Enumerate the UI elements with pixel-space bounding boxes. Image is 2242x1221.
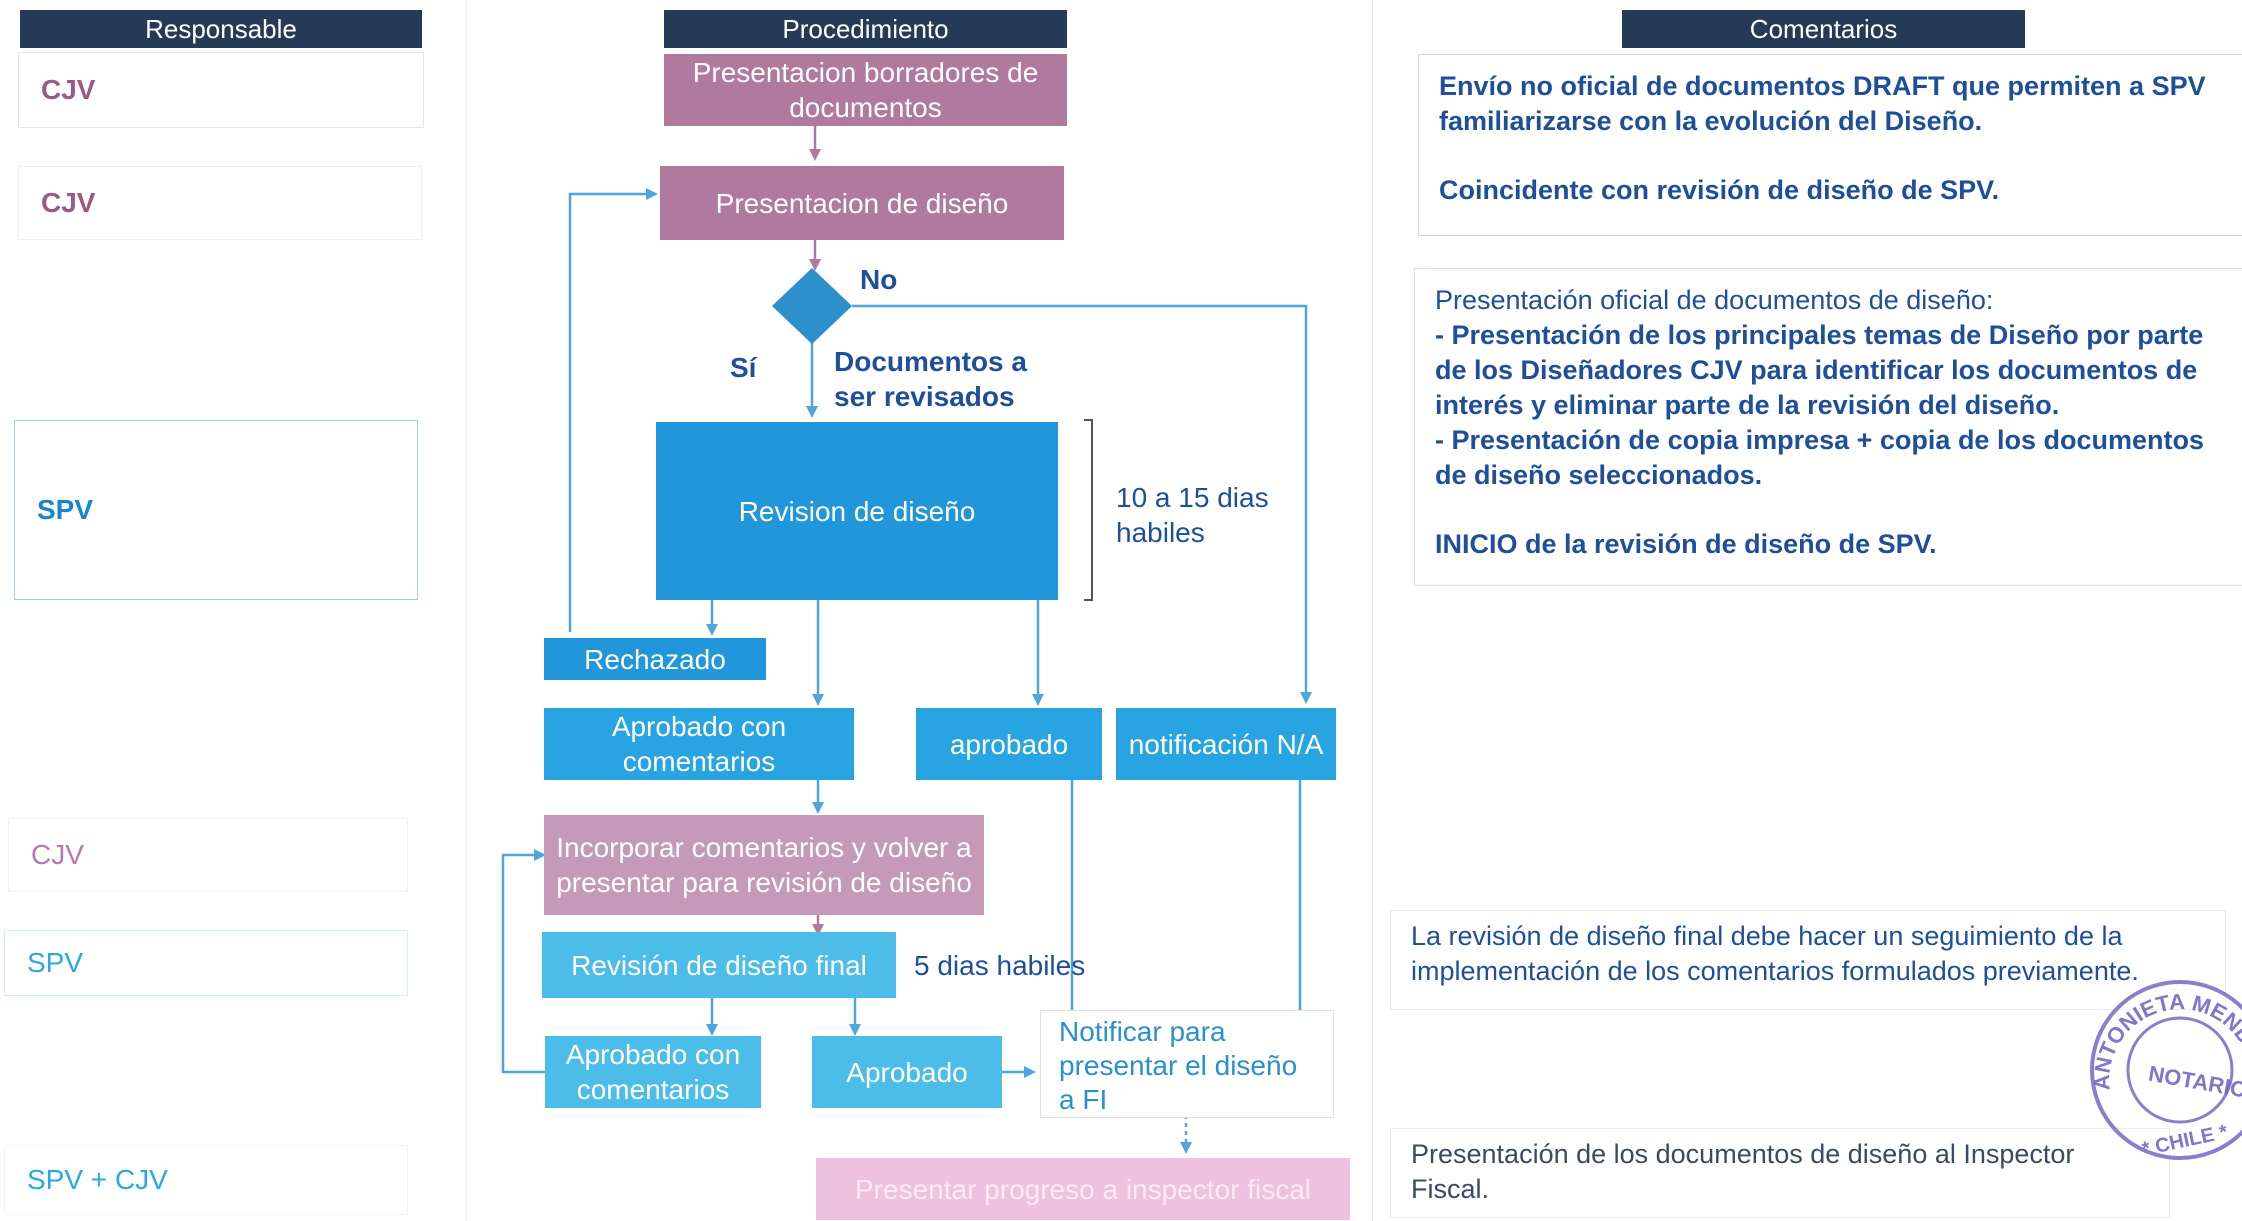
box-rechazado: Rechazado [544,638,766,680]
comment-borradores: Envío no oficial de documentos DRAFT que… [1418,54,2242,236]
comment-inspector-fiscal: Presentación de los documentos de diseño… [1390,1128,2170,1218]
box-notificacion-na: notificación N/A [1116,708,1336,780]
box-aprobado: aprobado [916,708,1102,780]
label-documentos: Documentos a ser revisados [834,346,1027,412]
box-aprobado-2: Aprobado [812,1036,1002,1108]
box-aprobado-con-comentarios: Aprobado con comentarios [544,708,854,780]
comment-presentacion-bullet-2: - Presentación de copia impresa + copia … [1435,425,2204,490]
header-procedimiento: Procedimiento [664,10,1067,48]
box-presentar-progreso: Presentar progreso a inspector fiscal [816,1158,1350,1220]
column-divider-left [466,0,467,1221]
box-presentacion-diseno: Presentacion de diseño [660,166,1064,240]
comment-presentacion-oficial: Presentación oficial de documentos de di… [1414,268,2242,586]
box-aprobado-con-comentarios-2: Aprobado con comentarios [545,1036,761,1108]
comment-borradores-text-2: Coincidente con revisión de diseño de SP… [1439,175,2000,205]
box-presentacion-borradores: Presentacion borradores de documentos [664,54,1067,126]
label-no: No [860,264,898,295]
box-incorporar-comentarios: Incorporar comentarios y volver a presen… [544,815,984,915]
label-plazo-final: 5 dias habiles [914,950,1086,981]
column-divider-right [1372,0,1373,1221]
responsable-cjv-2: CJV [18,166,422,240]
box-revision-final: Revisión de diseño final [542,932,896,998]
label-si: Sí [730,352,757,383]
responsable-cjv-1: CJV [18,52,424,128]
header-responsable: Responsable [20,10,422,48]
responsable-spv-1: SPV [14,420,418,600]
responsable-spv-cjv: SPV + CJV [4,1145,408,1215]
label-plazo-revision: 10 a 15 dias habiles [1116,482,1269,548]
box-notificar: Notificar para presentar el diseño a FI [1040,1010,1334,1118]
comment-revision-final: La revisión de diseño final debe hacer u… [1390,910,2226,1010]
svg-text:* CHILE *: * CHILE * [2140,1121,2230,1160]
bracket-plazo [1084,419,1093,601]
header-comentarios: Comentarios [1622,10,2025,48]
comment-presentacion-inicio: INICIO de la revisión de diseño de SPV. [1435,529,1937,559]
notary-stamp: ANTONIETA MENDOZA NOTARIO * CHILE * [2062,940,2242,1161]
box-revision-diseno: Revision de diseño [656,422,1058,600]
responsable-spv-2: SPV [4,930,408,996]
responsable-cjv-3: CJV [8,818,408,892]
comment-borradores-text-1: Envío no oficial de documentos DRAFT que… [1439,71,2206,136]
decision-diamond [772,268,852,344]
comment-presentacion-intro: Presentación oficial de documentos de di… [1435,285,1994,315]
comment-presentacion-bullet-1: - Presentación de los principales temas … [1435,320,2204,420]
svg-text:NOTARIO: NOTARIO [2147,1061,2242,1103]
